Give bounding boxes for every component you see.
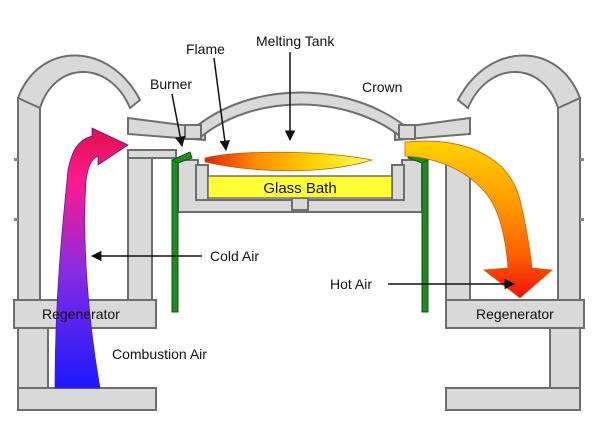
right-burner-post: [421, 159, 429, 313]
tank-inner-right: [391, 164, 405, 201]
left-burner-post: [171, 159, 179, 313]
left-outer-wall: [17, 97, 41, 309]
crown: [184, 91, 416, 140]
flame-pointer: [213, 57, 230, 152]
cold-air-arrow: [54, 127, 129, 389]
tank-inner-left: [195, 164, 209, 201]
left-port-floor: [127, 149, 177, 159]
burner-pointer: [171, 93, 186, 148]
right-regenerator-block: [445, 299, 585, 329]
hot-air-label: Hot Air: [330, 276, 372, 292]
regenerator-right-label: Regenerator: [476, 306, 554, 322]
crown-label: Crown: [362, 79, 402, 95]
crown-right-skewback: [398, 124, 416, 140]
crown-arch: [190, 91, 412, 138]
cold-air-label: Cold Air: [210, 248, 259, 264]
left-burner-nozzle: [170, 151, 193, 164]
tank-drain: [291, 197, 309, 211]
glass-bath-label: Glass Bath: [263, 180, 336, 197]
glass-bath: [207, 175, 393, 199]
flame: [204, 151, 373, 172]
left-inner-wall: [127, 149, 153, 309]
regenerator-left-label: Regenerator: [42, 306, 120, 322]
right-inner-wall: [445, 149, 471, 309]
crown-left-skewback: [184, 124, 202, 140]
combustion-air-label: Combustion Air: [112, 346, 207, 362]
right-upper-arch: [456, 54, 582, 110]
melting-tank: [177, 159, 423, 213]
left-upper-arch: [16, 54, 142, 110]
hot-air-arrow: [404, 140, 553, 299]
right-outer-wall: [557, 97, 581, 309]
right-base-foot: [445, 387, 581, 411]
flame-label: Flame: [186, 41, 225, 57]
right-regenerator-structure: [394, 54, 585, 411]
burner-label: Burner: [150, 76, 192, 92]
left-base-foot: [17, 387, 157, 411]
melting-tank-label: Melting Tank: [256, 33, 335, 49]
